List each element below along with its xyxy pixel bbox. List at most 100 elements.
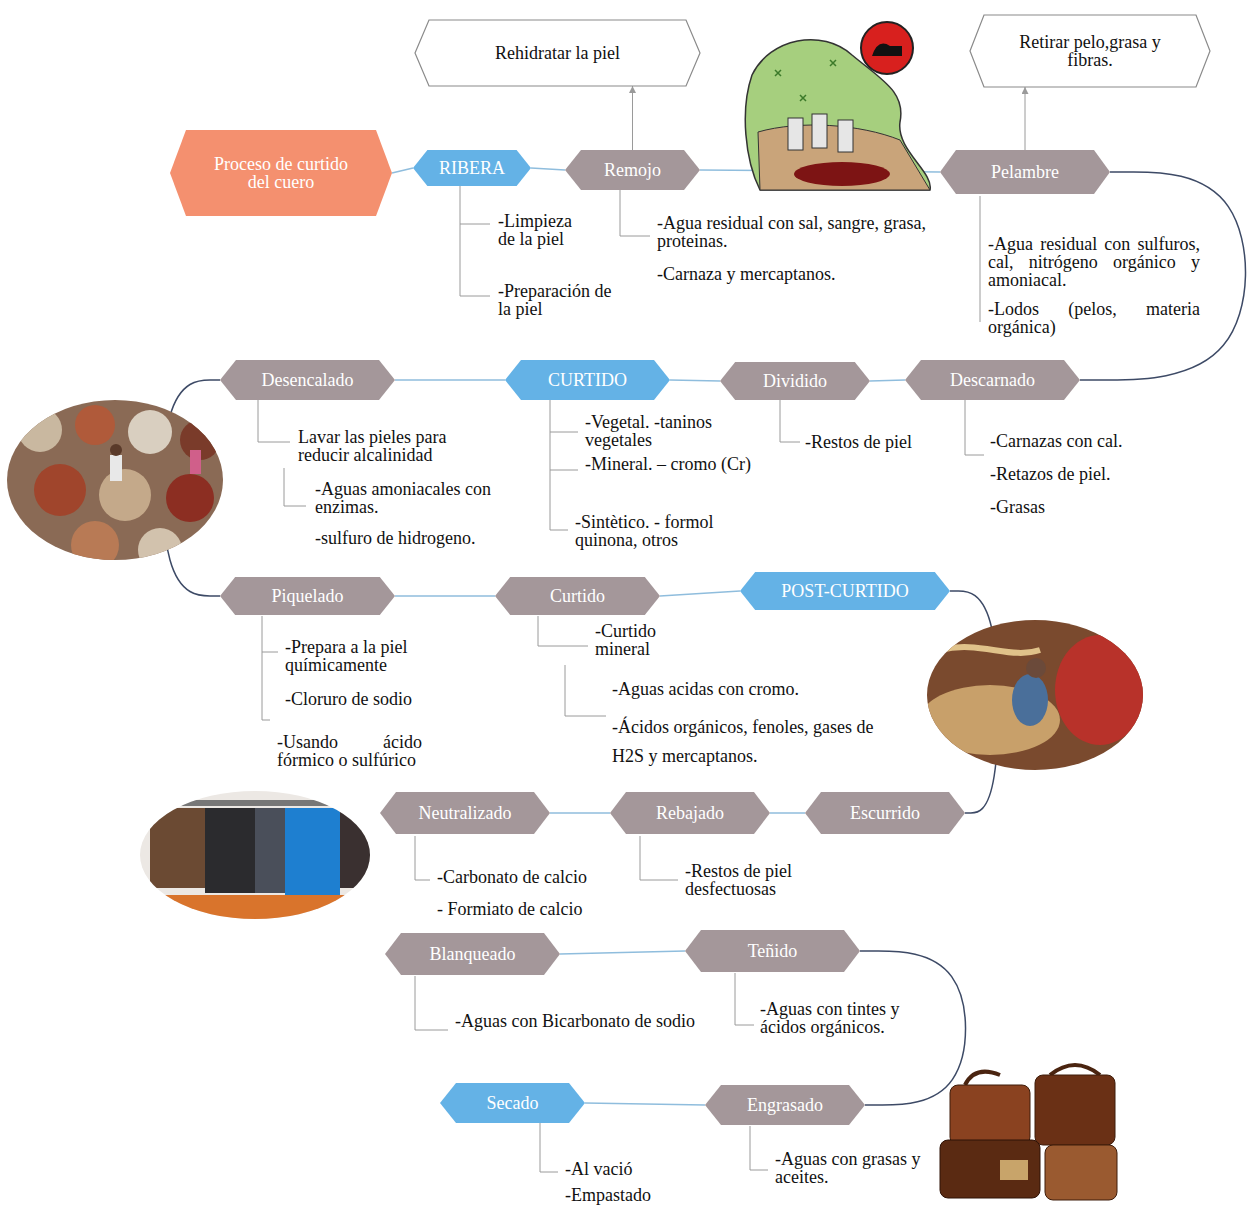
flow-line xyxy=(770,812,805,814)
flow-line xyxy=(531,168,565,170)
leader-line xyxy=(550,400,578,530)
note-text: -Carnaza y mercaptanos. xyxy=(657,265,917,283)
callout-box: Retirar pelo,grasa y fibras. xyxy=(970,15,1210,87)
note-text: -Lodos (pelos, materia orgánica) xyxy=(988,300,1200,336)
process-hexagon: Descarnado xyxy=(905,360,1080,400)
node-text: RIBERA xyxy=(439,159,505,177)
stage-hexagon: RIBERA xyxy=(413,150,531,186)
jacket-shape xyxy=(205,808,255,893)
process-hexagon: Curtido xyxy=(495,577,660,615)
note-text: -Retazos de piel. xyxy=(990,465,1190,483)
vat-shape xyxy=(99,469,151,521)
blood-pool xyxy=(794,162,890,186)
hexagon-shape xyxy=(495,577,660,615)
leader-line xyxy=(538,616,588,646)
note-text: -Prepara a la piel químicamente xyxy=(285,638,445,674)
node-text: Curtido xyxy=(550,587,605,605)
leader-brackets xyxy=(258,186,984,1172)
hide-mark xyxy=(775,60,836,101)
leader-line xyxy=(980,196,981,322)
jacket-shape xyxy=(255,808,285,893)
hexagon-shape xyxy=(610,792,770,834)
leader-line xyxy=(258,400,290,442)
bag-shape xyxy=(950,1085,1030,1145)
jacket-shape xyxy=(285,808,340,898)
bag-handle xyxy=(1050,1065,1100,1075)
leader-line xyxy=(750,1126,768,1170)
hexagon-shape xyxy=(685,930,860,972)
bag-buckle xyxy=(1000,1160,1028,1180)
node-text: Teñido xyxy=(748,942,798,960)
process-hexagon: Remojo xyxy=(565,150,700,190)
hexagon-shape xyxy=(565,150,700,190)
hexagon-shape xyxy=(705,1085,865,1125)
flow-line xyxy=(395,595,495,597)
vat-shape xyxy=(34,464,86,516)
node-text: POST-CURTIDO xyxy=(781,582,908,600)
vat-shape xyxy=(138,528,182,572)
callout-box: Rehidratar la piel xyxy=(415,20,700,86)
node-text: Blanqueado xyxy=(430,945,516,963)
stage-hexagon: CURTIDO xyxy=(505,360,670,400)
bag-shape xyxy=(1035,1075,1115,1145)
worker-figure xyxy=(1026,658,1046,678)
flow-line xyxy=(395,379,505,381)
note-text: -Grasas xyxy=(990,498,1190,516)
hexagon-shape xyxy=(720,362,870,400)
note-text: -Agua residual con sulfuros, cal, nitróg… xyxy=(988,235,1200,289)
hexagon-shape xyxy=(970,15,1210,87)
photo-ground xyxy=(920,615,1150,775)
vat-shape xyxy=(71,521,119,569)
note-text: -Usando ácido fórmico o sulfúrico xyxy=(277,733,422,769)
stage-hexagon: POST-CURTIDO xyxy=(740,572,950,610)
node-text: Descarnado xyxy=(950,371,1035,389)
callout-arrow xyxy=(1025,87,1026,150)
drum-shape xyxy=(838,120,853,152)
worker-figure xyxy=(110,444,122,456)
vat-shape xyxy=(128,410,172,454)
flow-line xyxy=(660,591,740,596)
node-text: Remojo xyxy=(604,161,661,179)
worker-photo xyxy=(920,615,1150,775)
drum-shape xyxy=(812,114,827,148)
stage-hexagon: Secado xyxy=(440,1083,585,1123)
note-text: -Agua residual con sal, sangre, grasa, p… xyxy=(657,214,947,250)
worker-figure xyxy=(190,450,201,474)
note-text: -Empastado xyxy=(565,1186,735,1204)
hexagon-shape xyxy=(905,360,1080,400)
process-hexagon: Escurrido xyxy=(805,792,965,834)
leather-bags xyxy=(940,1065,1117,1200)
title-hexagon: Proceso de curtido del cuero xyxy=(170,130,392,216)
hexagon-shape xyxy=(380,792,550,834)
vat-shape xyxy=(75,405,115,445)
note-text: -Aguas con tintes y ácidos orgánicos. xyxy=(760,1000,935,1036)
node-text: Dividido xyxy=(763,372,827,390)
node-text: Rehidratar la piel xyxy=(495,44,620,62)
note-text: -Al vació xyxy=(565,1160,735,1178)
process-hexagon: Pelambre xyxy=(940,150,1110,194)
leader-line xyxy=(735,973,754,1025)
hexagon-shape xyxy=(440,1083,585,1123)
note-text: -sulfuro de hidrogeno. xyxy=(315,529,535,547)
bag-handle xyxy=(965,1072,1000,1085)
process-hexagon: Desencalado xyxy=(220,360,395,400)
worker-figure xyxy=(1012,674,1048,726)
node-text: Desencalado xyxy=(262,371,354,389)
process-hexagon: Teñido xyxy=(685,930,860,972)
process-hexagon: Neutralizado xyxy=(380,792,550,834)
node-text: Piquelado xyxy=(272,587,344,605)
flow-line xyxy=(670,380,720,381)
note-text: -Aguas con Bicarbonato de sodio xyxy=(455,1012,695,1030)
node-text: Pelambre xyxy=(991,163,1059,181)
note-text: -Restos de piel xyxy=(805,433,955,451)
worker-figure xyxy=(110,455,122,481)
hexagon-shape xyxy=(220,360,395,400)
leader-line xyxy=(565,665,606,716)
note-text: -Mineral. – cromo (Cr) xyxy=(585,455,785,473)
leader-line xyxy=(460,186,490,296)
leader-line xyxy=(415,836,430,880)
note-text: -Restos de piel desfectuosas xyxy=(685,862,835,898)
note-text: -Cloruro de sodio xyxy=(285,690,485,708)
jacket-shape xyxy=(340,808,380,888)
